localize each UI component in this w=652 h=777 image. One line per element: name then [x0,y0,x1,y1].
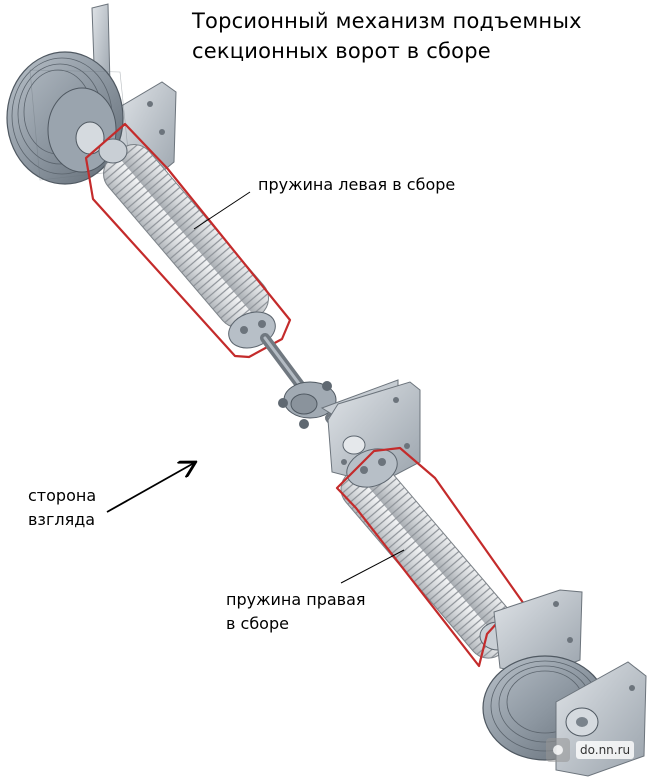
left-spring-highlight [84,122,292,359]
center-bracket [320,379,421,485]
view-side-label: сторона взгляда [28,484,96,532]
right-spring-label-line-1: пружина правая [226,590,366,609]
view-side-label-line-2: взгляда [28,510,96,529]
left-spring-leader-line [193,191,251,230]
watermark-text: do.nn.ru [576,741,635,759]
lower-bracket [493,589,583,677]
watermark: do.nn.ru [546,733,646,767]
title-line-2: секционных ворот в сборе [192,39,491,63]
diagram-title: Торсионный механизм подъемных секционных… [192,6,582,66]
right-spring-label: пружина правая в сборе [226,588,366,636]
right-spring-label-line-2: в сборе [226,614,289,633]
right-spring-leader-line [340,549,405,584]
view-direction-arrow [106,463,194,513]
title-line-1: Торсионный механизм подъемных [192,9,582,33]
right-spring-top-cone [346,448,398,488]
left-spring-label: пружина левая в сборе [258,175,456,194]
left-spring [84,122,292,359]
left-spring-top-cone [98,138,128,164]
view-side-label-line-1: сторона [28,486,97,505]
watermark-logo-icon [546,738,570,762]
